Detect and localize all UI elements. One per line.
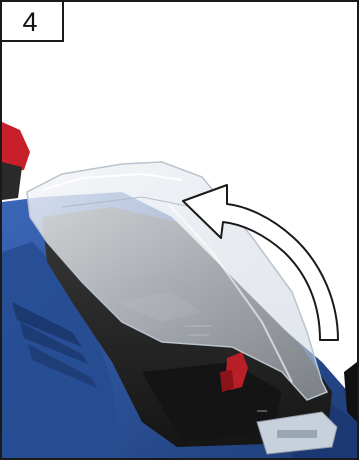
left-latch-red [2,122,30,200]
step-number: 4 [22,9,37,36]
step-number-box: 4 [2,2,64,42]
